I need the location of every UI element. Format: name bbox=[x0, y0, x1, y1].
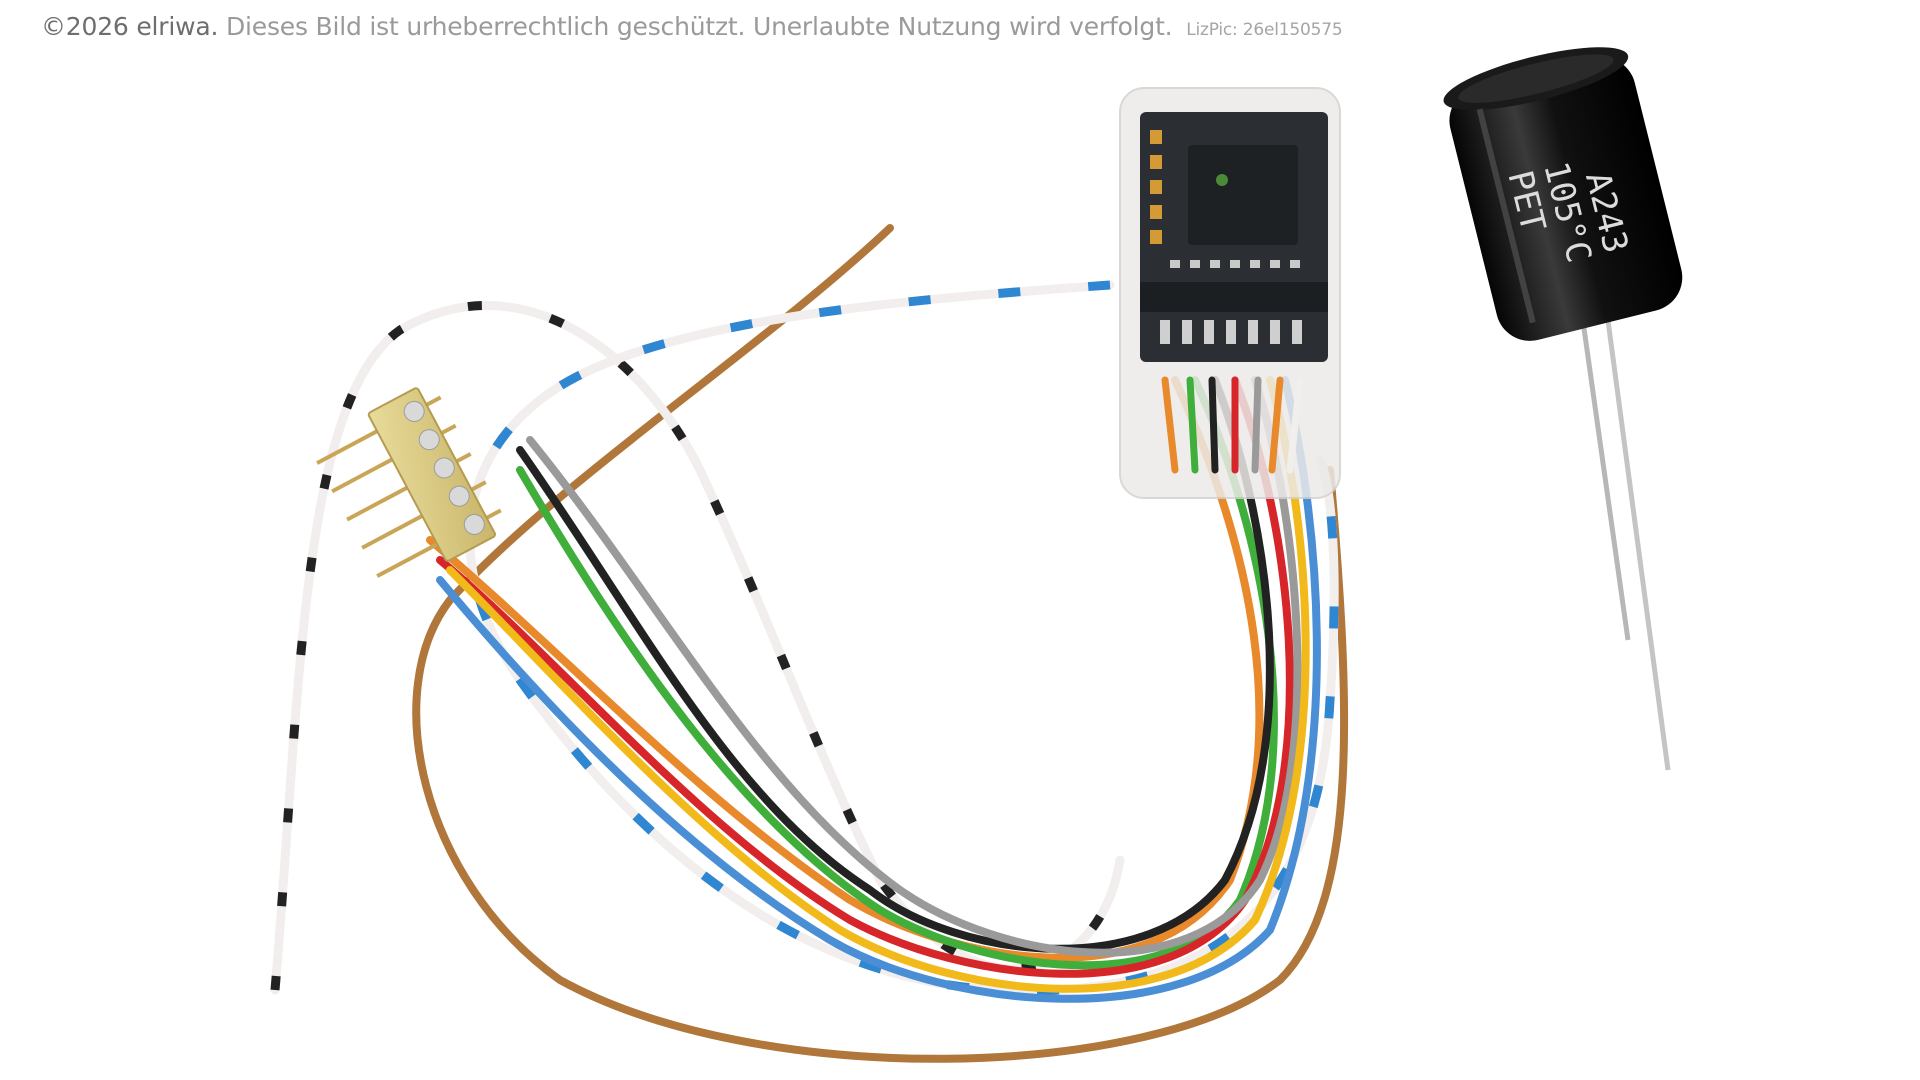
copyright-notice: Dieses Bild ist urheberrechtlich geschüt… bbox=[225, 12, 1173, 41]
copyright-watermark: ©2026 elriwa. Dieses Bild ist urheberrec… bbox=[41, 12, 1343, 41]
copyright-owner: ©2026 elriwa. bbox=[41, 12, 219, 41]
white-blue-wire bbox=[465, 280, 1339, 996]
pin-header bbox=[316, 387, 502, 578]
decoder-module bbox=[1119, 87, 1341, 499]
wire-bundle bbox=[426, 376, 1321, 1003]
capacitor: A243 105°C PET bbox=[1443, 47, 1683, 771]
white-black-wire bbox=[270, 300, 1125, 995]
license-code: LizPic: 26el150575 bbox=[1186, 20, 1343, 40]
brown-wire bbox=[412, 224, 1349, 1063]
